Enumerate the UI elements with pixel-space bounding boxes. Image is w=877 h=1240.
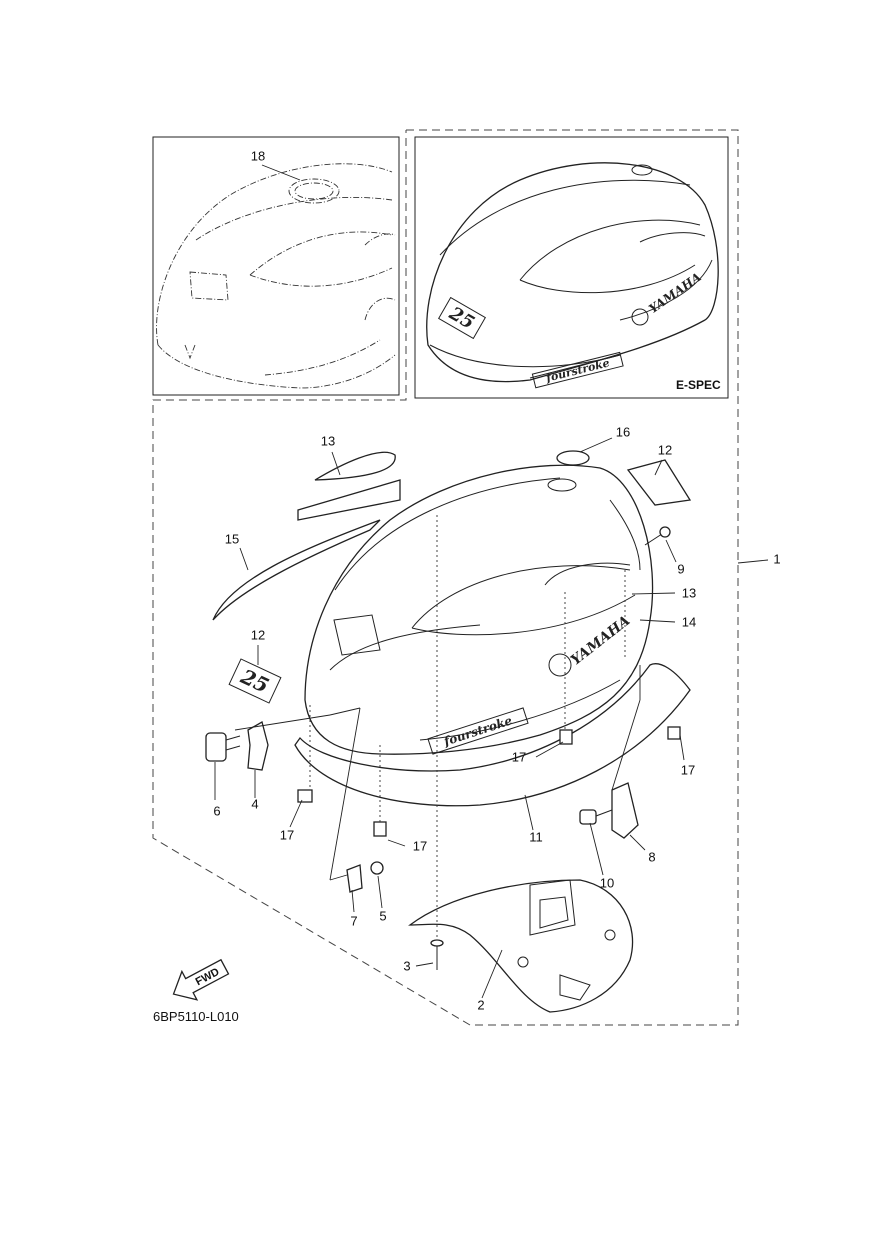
top-cowling: 25 YAMAHA fourstroke bbox=[228, 464, 654, 755]
detail-frame-right: E-SPEC bbox=[414, 136, 729, 399]
bracket-8 bbox=[611, 782, 639, 839]
clip-17a bbox=[559, 729, 573, 745]
callout-14: 14 bbox=[682, 614, 696, 629]
callout-9: 9 bbox=[677, 561, 684, 576]
fwd-arrow-icon: FWD bbox=[172, 958, 230, 1001]
nut-10 bbox=[579, 809, 613, 825]
decal-25: 25 bbox=[228, 658, 282, 704]
drawing-code: 6BP5110-L010 bbox=[153, 1009, 239, 1024]
callout-17-left: 17 bbox=[280, 827, 294, 842]
knob-6 bbox=[205, 732, 241, 762]
detail-frame-left bbox=[152, 136, 400, 396]
callout-12-right: 12 bbox=[658, 442, 672, 457]
callout-8: 8 bbox=[648, 849, 655, 864]
callout-7: 7 bbox=[350, 913, 357, 928]
bracket-4 bbox=[247, 721, 269, 771]
assembly-boundary bbox=[152, 129, 739, 1026]
clip-17d bbox=[373, 821, 387, 837]
emblem-cap bbox=[556, 450, 590, 466]
cowling-variant-outline bbox=[156, 163, 396, 389]
seal-11 bbox=[294, 663, 691, 807]
callout-16: 16 bbox=[616, 424, 630, 439]
callout-2: 2 bbox=[477, 997, 484, 1012]
callout-15: 15 bbox=[225, 531, 239, 546]
decal-13-upper bbox=[297, 479, 401, 521]
clip-17b bbox=[667, 726, 681, 740]
callout-11: 11 bbox=[529, 829, 543, 844]
bracket-7 bbox=[346, 864, 363, 893]
callout-18: 18 bbox=[251, 148, 265, 163]
callout-17-right: 17 bbox=[681, 762, 695, 777]
callout-1: 1 bbox=[773, 551, 780, 566]
callout-3: 3 bbox=[403, 958, 410, 973]
callout-6: 6 bbox=[213, 803, 220, 818]
spec-label: E-SPEC bbox=[676, 378, 721, 392]
screw-3 bbox=[430, 939, 444, 970]
cowling-espec: 25 YAMAHA fourstroke bbox=[426, 162, 719, 389]
decal-15 bbox=[212, 519, 381, 621]
callout-17-lower: 17 bbox=[413, 838, 427, 853]
cap-opening bbox=[288, 178, 340, 204]
clip-17c bbox=[297, 789, 313, 803]
bottom-cowling-2 bbox=[408, 879, 634, 1013]
callout-4: 4 bbox=[251, 796, 258, 811]
yamaha-emblem-espec bbox=[631, 308, 649, 326]
yamaha-emblem bbox=[548, 653, 572, 677]
decal-12-right bbox=[626, 459, 692, 506]
svg-text:25: 25 bbox=[236, 664, 272, 698]
callout-12-left: 12 bbox=[251, 627, 265, 642]
bolt-5 bbox=[370, 861, 384, 875]
callout-17-center: 17 bbox=[512, 749, 526, 764]
callout-13-right: 13 bbox=[682, 585, 696, 600]
callout-5: 5 bbox=[379, 908, 386, 923]
callout-13-upper: 13 bbox=[321, 433, 335, 448]
bolt-9 bbox=[644, 526, 671, 546]
callout-10: 10 bbox=[600, 875, 614, 890]
